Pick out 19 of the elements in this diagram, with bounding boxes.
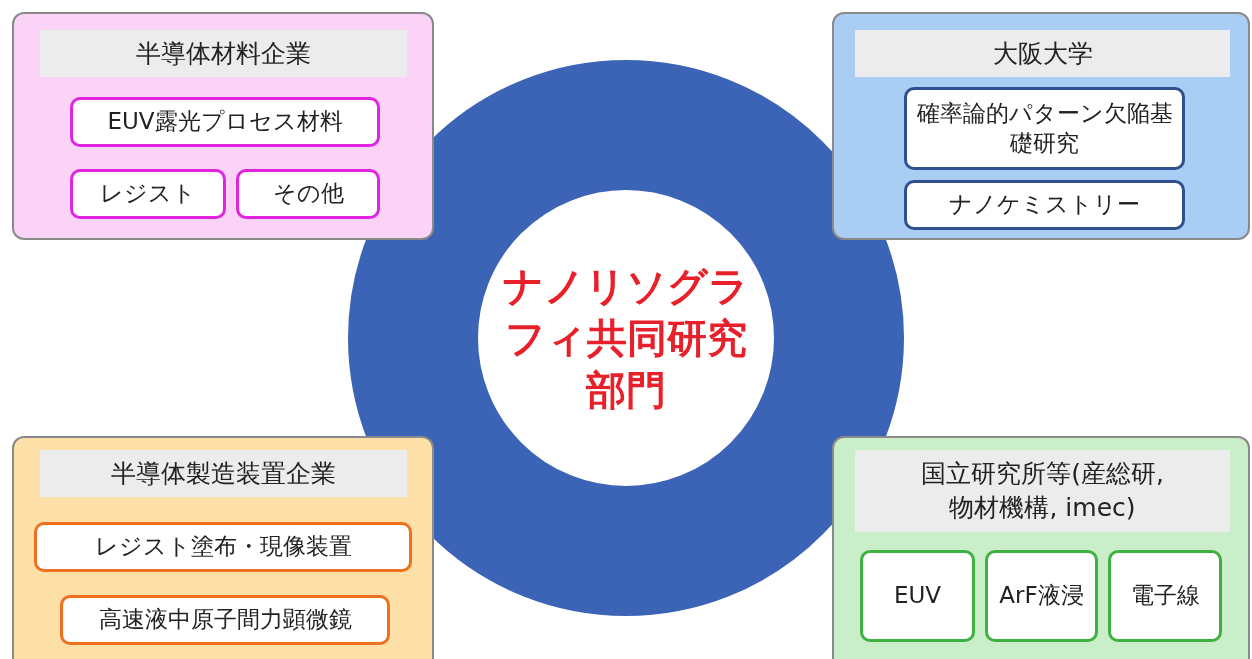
card-heading: 大阪大学: [855, 30, 1230, 77]
topic-box: 高速液中原子間力顕微鏡: [60, 595, 390, 645]
topic-box: ArF液浸: [985, 550, 1098, 642]
group-card: [832, 12, 1250, 240]
topic-box: レジスト塗布・現像装置: [34, 522, 412, 572]
topic-box: EUV: [860, 550, 975, 642]
card-heading: 半導体製造装置企業: [40, 450, 407, 497]
topic-box: 電子線: [1108, 550, 1222, 642]
topic-box: その他: [236, 169, 380, 219]
card-heading: 半導体材料企業: [40, 30, 407, 77]
group-card: [12, 436, 434, 659]
group-card: [12, 12, 434, 240]
center-title: ナノリソグラフィ共同研究部門: [502, 262, 750, 415]
topic-box: ナノケミストリー: [904, 180, 1185, 230]
topic-box: 確率論的パターン欠陥基礎研究: [904, 87, 1185, 170]
topic-box: EUV露光プロセス材料: [70, 97, 380, 147]
topic-box: レジスト: [70, 169, 226, 219]
card-heading: 国立研究所等(産総研, 物材機構, imec): [855, 450, 1230, 532]
group-card: [832, 436, 1250, 659]
